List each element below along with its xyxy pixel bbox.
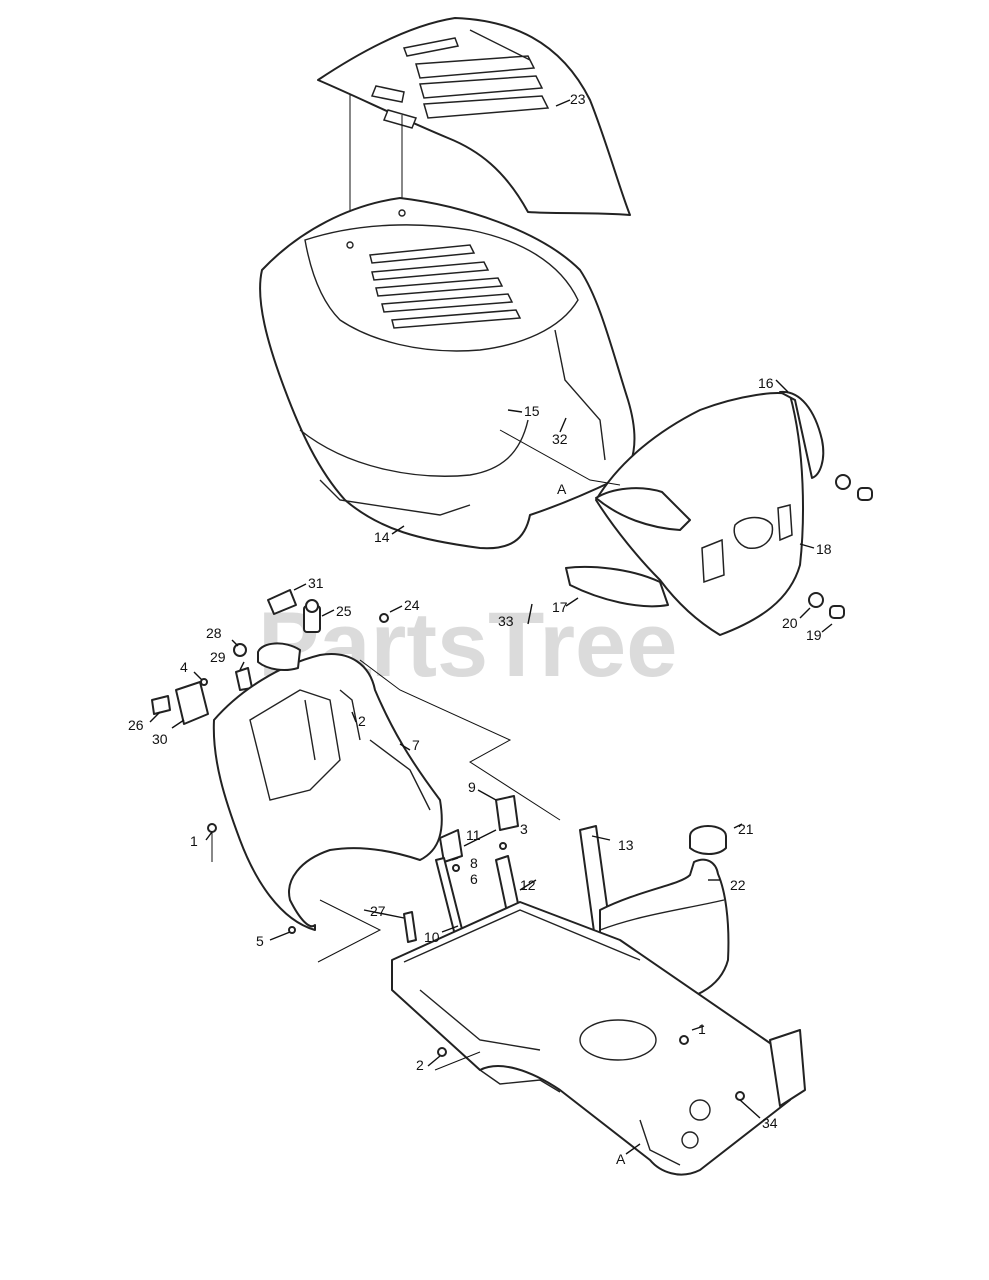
guide-lines: [211, 429, 621, 1071]
callout-2-lower: 2: [416, 1057, 424, 1073]
callout-12: 12: [520, 877, 536, 893]
callout-23: 23: [570, 91, 586, 107]
callout-21: 21: [738, 821, 754, 837]
fastener-group: [808, 474, 873, 619]
callout-1-right: 1: [698, 1021, 706, 1037]
callout-18: 18: [816, 541, 832, 557]
callout-30: 30: [152, 731, 168, 747]
ignition-parts: [151, 643, 253, 725]
callout-1-left: 1: [190, 833, 198, 849]
callout-A-hood: A: [557, 481, 567, 497]
callout-33: 33: [498, 613, 514, 629]
callout-31: 31: [308, 575, 324, 591]
hood-top-panel: [317, 17, 631, 216]
callout-7: 7: [412, 737, 420, 753]
callout-9: 9: [468, 779, 476, 795]
callout-16: 16: [758, 375, 774, 391]
callout-5: 5: [256, 933, 264, 949]
callout-6: 6: [470, 871, 478, 887]
callouts: 23 14 15 32 A 16 18 17 33 20 19 31 25 24…: [128, 91, 832, 1167]
dash-panel: [212, 642, 443, 931]
tractor-frame: [391, 901, 806, 1176]
callout-25: 25: [336, 603, 352, 619]
callout-4: 4: [180, 659, 188, 675]
hood: [259, 197, 636, 550]
callout-20: 20: [782, 615, 798, 631]
callout-19: 19: [806, 627, 822, 643]
leader-lines: [149, 99, 833, 1155]
callout-22: 22: [730, 877, 746, 893]
lever-brackets: [439, 795, 519, 872]
callout-15: 15: [524, 403, 540, 419]
callout-27: 27: [370, 903, 386, 919]
dash-switches: [267, 589, 389, 633]
callout-A-frame: A: [616, 1151, 626, 1167]
callout-10: 10: [424, 929, 440, 945]
callout-2-upper: 2: [358, 713, 366, 729]
grille-assembly: [565, 390, 825, 636]
callout-14: 14: [374, 529, 390, 545]
callout-3: 3: [520, 821, 528, 837]
callout-11: 11: [466, 827, 481, 843]
callout-8: 8: [470, 855, 478, 871]
callout-26: 26: [128, 717, 144, 733]
callout-24: 24: [404, 597, 420, 613]
callout-32: 32: [552, 431, 568, 447]
callout-29: 29: [210, 649, 226, 665]
callout-28: 28: [206, 625, 222, 641]
callout-13: 13: [618, 837, 634, 853]
callout-17: 17: [552, 599, 568, 615]
callout-34: 34: [762, 1115, 778, 1131]
